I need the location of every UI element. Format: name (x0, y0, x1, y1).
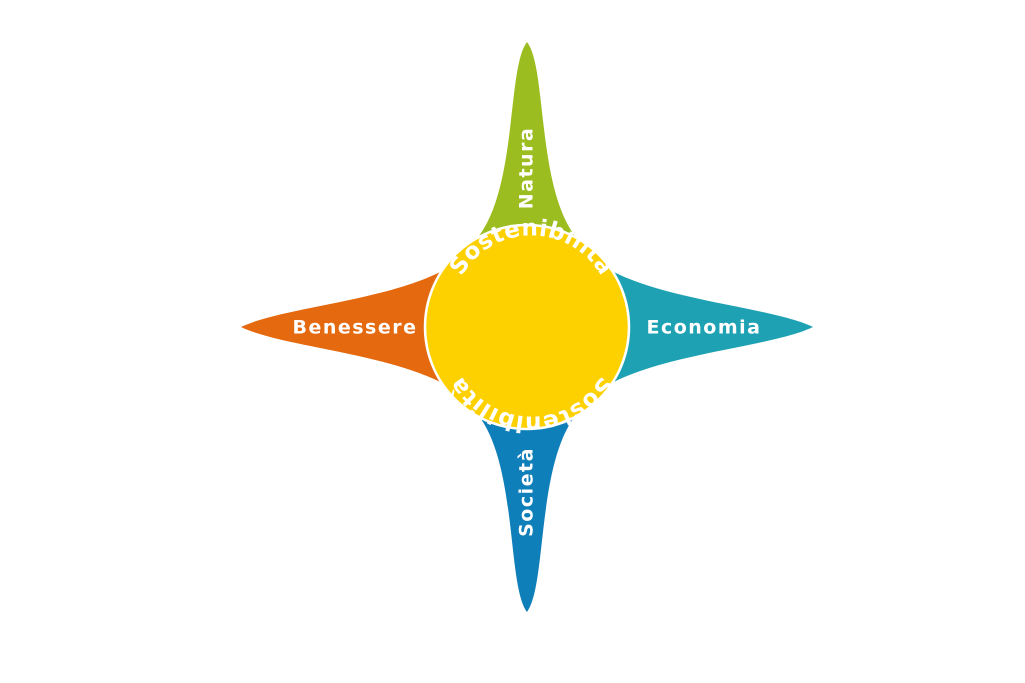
label-benessere: Benessere (292, 317, 417, 339)
arm-economia (597, 262, 813, 392)
arm-natura (465, 42, 589, 250)
center-circle (423, 223, 631, 431)
arm-societa (465, 402, 589, 612)
label-societa: Società (516, 447, 538, 537)
label-economia: Economia (646, 317, 761, 339)
arm-benessere (241, 262, 457, 392)
label-natura: Natura (516, 127, 538, 210)
